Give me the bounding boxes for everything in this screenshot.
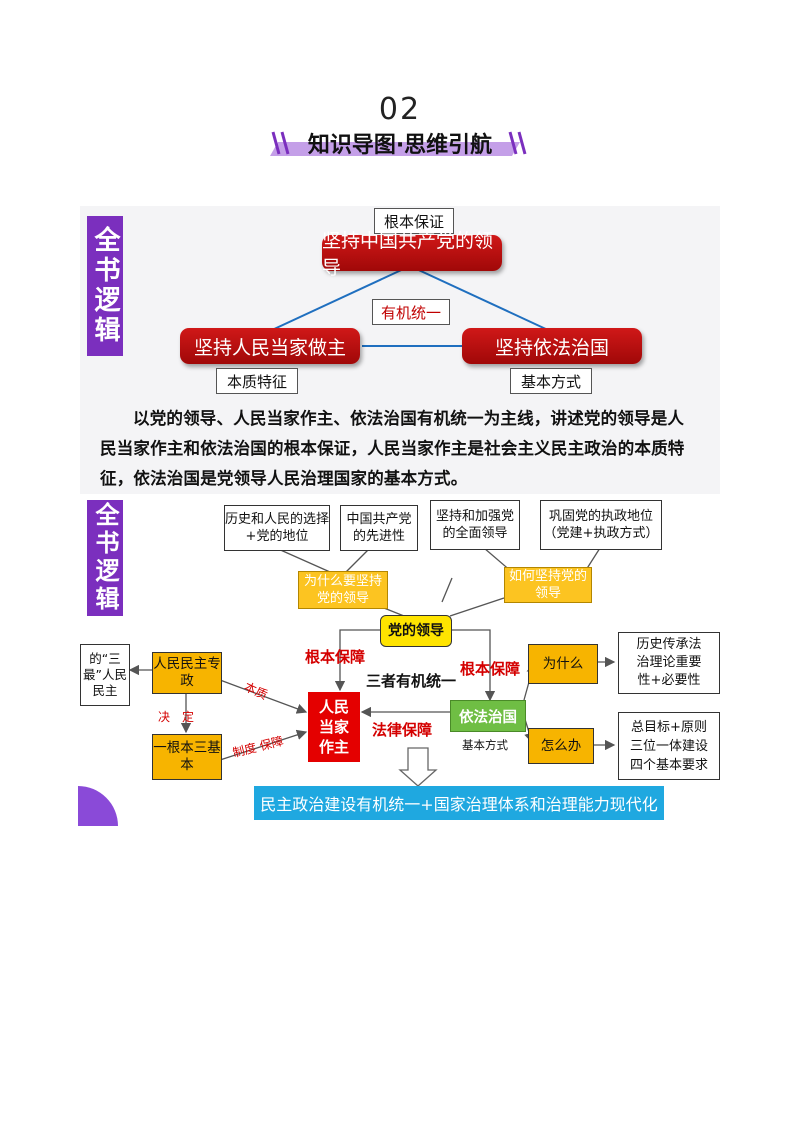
box-how-party-leadership: 如何坚持党的领导: [504, 567, 592, 603]
box-why: 为什么: [528, 644, 598, 684]
label-basic-way: 基本方式: [510, 368, 592, 394]
triangle-connectors: [271, 265, 549, 347]
bottom-summary-bar: 民主政治建设有机统一+国家治理体系和治理能力现代化: [254, 786, 664, 820]
mind-map-connectors: [128, 547, 616, 787]
box-three-most: 的“三最”人民民主: [80, 644, 130, 706]
label-organic-unity: 有机统一: [372, 299, 450, 325]
label-fundamental-guarantee-right: 根本保障: [460, 660, 521, 678]
label-fundamental-guarantee-left: 根本保障: [305, 648, 366, 666]
box-why-detail: 历史传承法治理论重要性+必要性: [618, 632, 720, 694]
box-rule-of-law: 坚持依法治国: [462, 328, 642, 364]
label-three-unity: 三者有机统一: [366, 672, 457, 690]
label-fundamental-guarantee: 根本保证: [374, 208, 454, 234]
summary-paragraph: 以党的领导、人民当家作主、依法治国有机统一为主线，讲述党的领导是人民当家作主和依…: [100, 409, 685, 488]
box-strengthen-leadership: 坚持和加强党的全面领导: [430, 500, 520, 550]
box-party-leadership: 坚持中国共产党的领导: [322, 230, 502, 279]
box-why-party-leadership: 为什么要坚持党的领导: [298, 571, 388, 609]
box-people-democracy: 人民民主专政: [152, 652, 222, 694]
box-how-detail: 总目标+原则三位一体建设四个基本要求: [618, 712, 720, 780]
label-decide: 决 定: [158, 710, 195, 724]
box-one-root-three-basic: 一根本三基本: [152, 734, 222, 780]
label-essential-feature: 本质特征: [216, 368, 298, 394]
box-rule-of-law-center: 依法治国: [450, 700, 526, 732]
box-history-choice: 历史和人民的选择+党的地位: [224, 505, 330, 551]
side-title-1: 全书逻辑: [87, 216, 123, 356]
section-title: 知识导图·思维引航: [307, 133, 493, 158]
box-how: 怎么办: [528, 728, 594, 764]
box-people-master-center: 人民当家作主: [308, 692, 360, 762]
corner-decoration: [78, 786, 118, 826]
box-consolidate-ruling: 巩固党的执政地位（党建+执政方式）: [540, 500, 662, 550]
box-people-master: 坚持人民当家做主: [180, 328, 360, 364]
label-basic-way-2: 基本方式: [462, 738, 508, 752]
box-party-advanced: 中国共产党的先进性: [340, 505, 418, 551]
box-party-lead: 党的领导: [380, 615, 452, 647]
section-number: 02: [378, 92, 422, 127]
title-underline-decoration: [270, 131, 527, 156]
side-title-2: 全书逻辑: [87, 500, 123, 616]
label-legal-guarantee: 法律保障: [372, 721, 433, 739]
